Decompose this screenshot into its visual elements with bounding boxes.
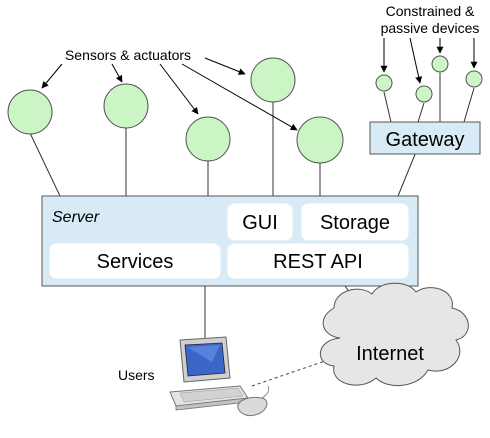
- constrained-arrows: [380, 37, 478, 84]
- users-internet-link: [251, 359, 329, 387]
- users-label: Users: [118, 367, 155, 383]
- gateway-server-link: [397, 151, 417, 197]
- server-panel: Server GUI Storage Services REST API: [41, 195, 419, 287]
- storage-label: Storage: [320, 212, 390, 234]
- gui-box: [227, 203, 293, 241]
- sensor-node: [250, 57, 296, 103]
- constrained-device: [375, 74, 393, 92]
- services-box: [49, 243, 221, 279]
- gui-label: GUI: [242, 212, 278, 234]
- sensors-actuators-label: Sensors & actuators: [65, 47, 191, 63]
- cloud-shape: [319, 282, 469, 387]
- constrained-devices: [375, 55, 483, 103]
- constrained-links: [383, 73, 475, 123]
- storage-box: [301, 203, 409, 241]
- gateway-label: Gateway: [386, 129, 465, 151]
- constrained-link-1: [383, 91, 392, 123]
- sensor-arrows: [41, 57, 298, 131]
- constrained-label-line1: Constrained &: [386, 3, 475, 19]
- constrained-link-4: [463, 87, 475, 123]
- sensor-node: [103, 83, 149, 129]
- rest-api-box: [227, 243, 409, 279]
- sensor-link-1: [29, 132, 61, 197]
- gateway: Gateway: [369, 121, 481, 155]
- constrained-device: [415, 85, 433, 103]
- sensor-node: [296, 116, 344, 164]
- sensor-nodes: [7, 57, 344, 164]
- constrained-link-2: [417, 102, 425, 123]
- internet-label: Internet: [356, 343, 424, 365]
- server-label: Server: [52, 209, 100, 226]
- sensor-node: [7, 89, 53, 135]
- computer-icon: [169, 336, 270, 417]
- gateway-box: [369, 121, 481, 155]
- sensor-node: [185, 116, 231, 162]
- constrained-label-line2: passive devices: [381, 20, 480, 36]
- constrained-device: [465, 70, 483, 88]
- sensor-links: [29, 102, 417, 197]
- internet-cloud: Internet: [319, 282, 469, 387]
- constrained-device: [431, 55, 449, 73]
- rest-api-label: REST API: [273, 251, 363, 273]
- services-label: Services: [97, 251, 174, 273]
